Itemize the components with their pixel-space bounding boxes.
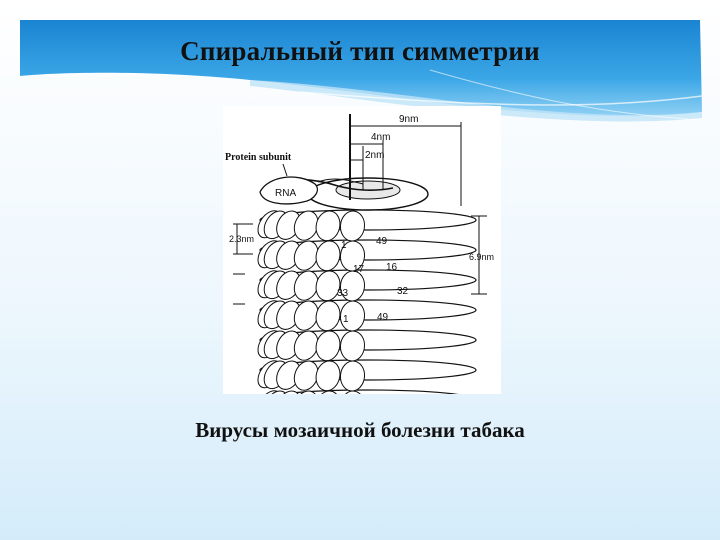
helix-turn xyxy=(277,389,459,394)
protein-subunit-rows xyxy=(257,209,477,394)
protein-subunit-label: Protein subunit xyxy=(225,152,292,163)
subunit-number: 33 xyxy=(337,288,349,299)
header-banner xyxy=(20,20,703,122)
subunit-number: 16 xyxy=(386,262,398,273)
protein-subunit-callout: RNA Protein subunit xyxy=(225,152,318,205)
subunit-number: 1 xyxy=(343,314,349,325)
subunit-number: 49 xyxy=(376,236,388,247)
helix-turn xyxy=(259,299,477,321)
dimension-markers: 9nm 4nm 2nm 2.3nm 6.9nm xyxy=(229,114,494,305)
subunit-number: 49 xyxy=(377,312,389,323)
dimension-2nm: 2nm xyxy=(365,150,384,161)
protein-subunit xyxy=(315,330,341,362)
dimension-4nm: 4nm xyxy=(371,132,390,143)
helix-turn xyxy=(259,359,477,381)
subunit-number: 17 xyxy=(353,264,365,275)
subunit-number: 1 xyxy=(341,240,347,251)
protein-subunit xyxy=(276,390,301,394)
protein-subunit xyxy=(339,360,366,392)
protein-subunit xyxy=(315,390,341,394)
dimension-6-9nm: 6.9nm xyxy=(469,252,494,262)
diagram-drawing: RNA Protein subunit 9nm 4nm 2nm 2.3nm xyxy=(225,114,494,394)
protein-subunit xyxy=(263,390,289,394)
helix-turn xyxy=(259,269,477,291)
tmv-helix-diagram: RNA Protein subunit 9nm 4nm 2nm 2.3nm xyxy=(223,106,501,394)
protein-subunit xyxy=(315,360,341,392)
protein-subunit xyxy=(315,270,341,302)
protein-subunit xyxy=(315,210,341,242)
protein-subunit xyxy=(315,300,341,332)
rna-label: RNA xyxy=(275,188,296,199)
subunit-numbers: 1 49 17 16 33 32 1 49 xyxy=(337,236,409,325)
helix-turn xyxy=(259,329,477,351)
protein-subunit xyxy=(293,390,319,394)
protein-subunit xyxy=(339,210,366,242)
slide-caption: Вирусы мозаичной болезни табака xyxy=(195,418,525,442)
helix-turn xyxy=(259,239,477,261)
dimension-2-3nm: 2.3nm xyxy=(229,234,254,244)
protein-subunit xyxy=(315,240,341,272)
subunit-number: 32 xyxy=(397,286,409,297)
dimension-9nm: 9nm xyxy=(399,114,418,125)
slide-title: Спиральный тип симметрии xyxy=(180,36,540,66)
protein-subunit xyxy=(339,330,366,362)
